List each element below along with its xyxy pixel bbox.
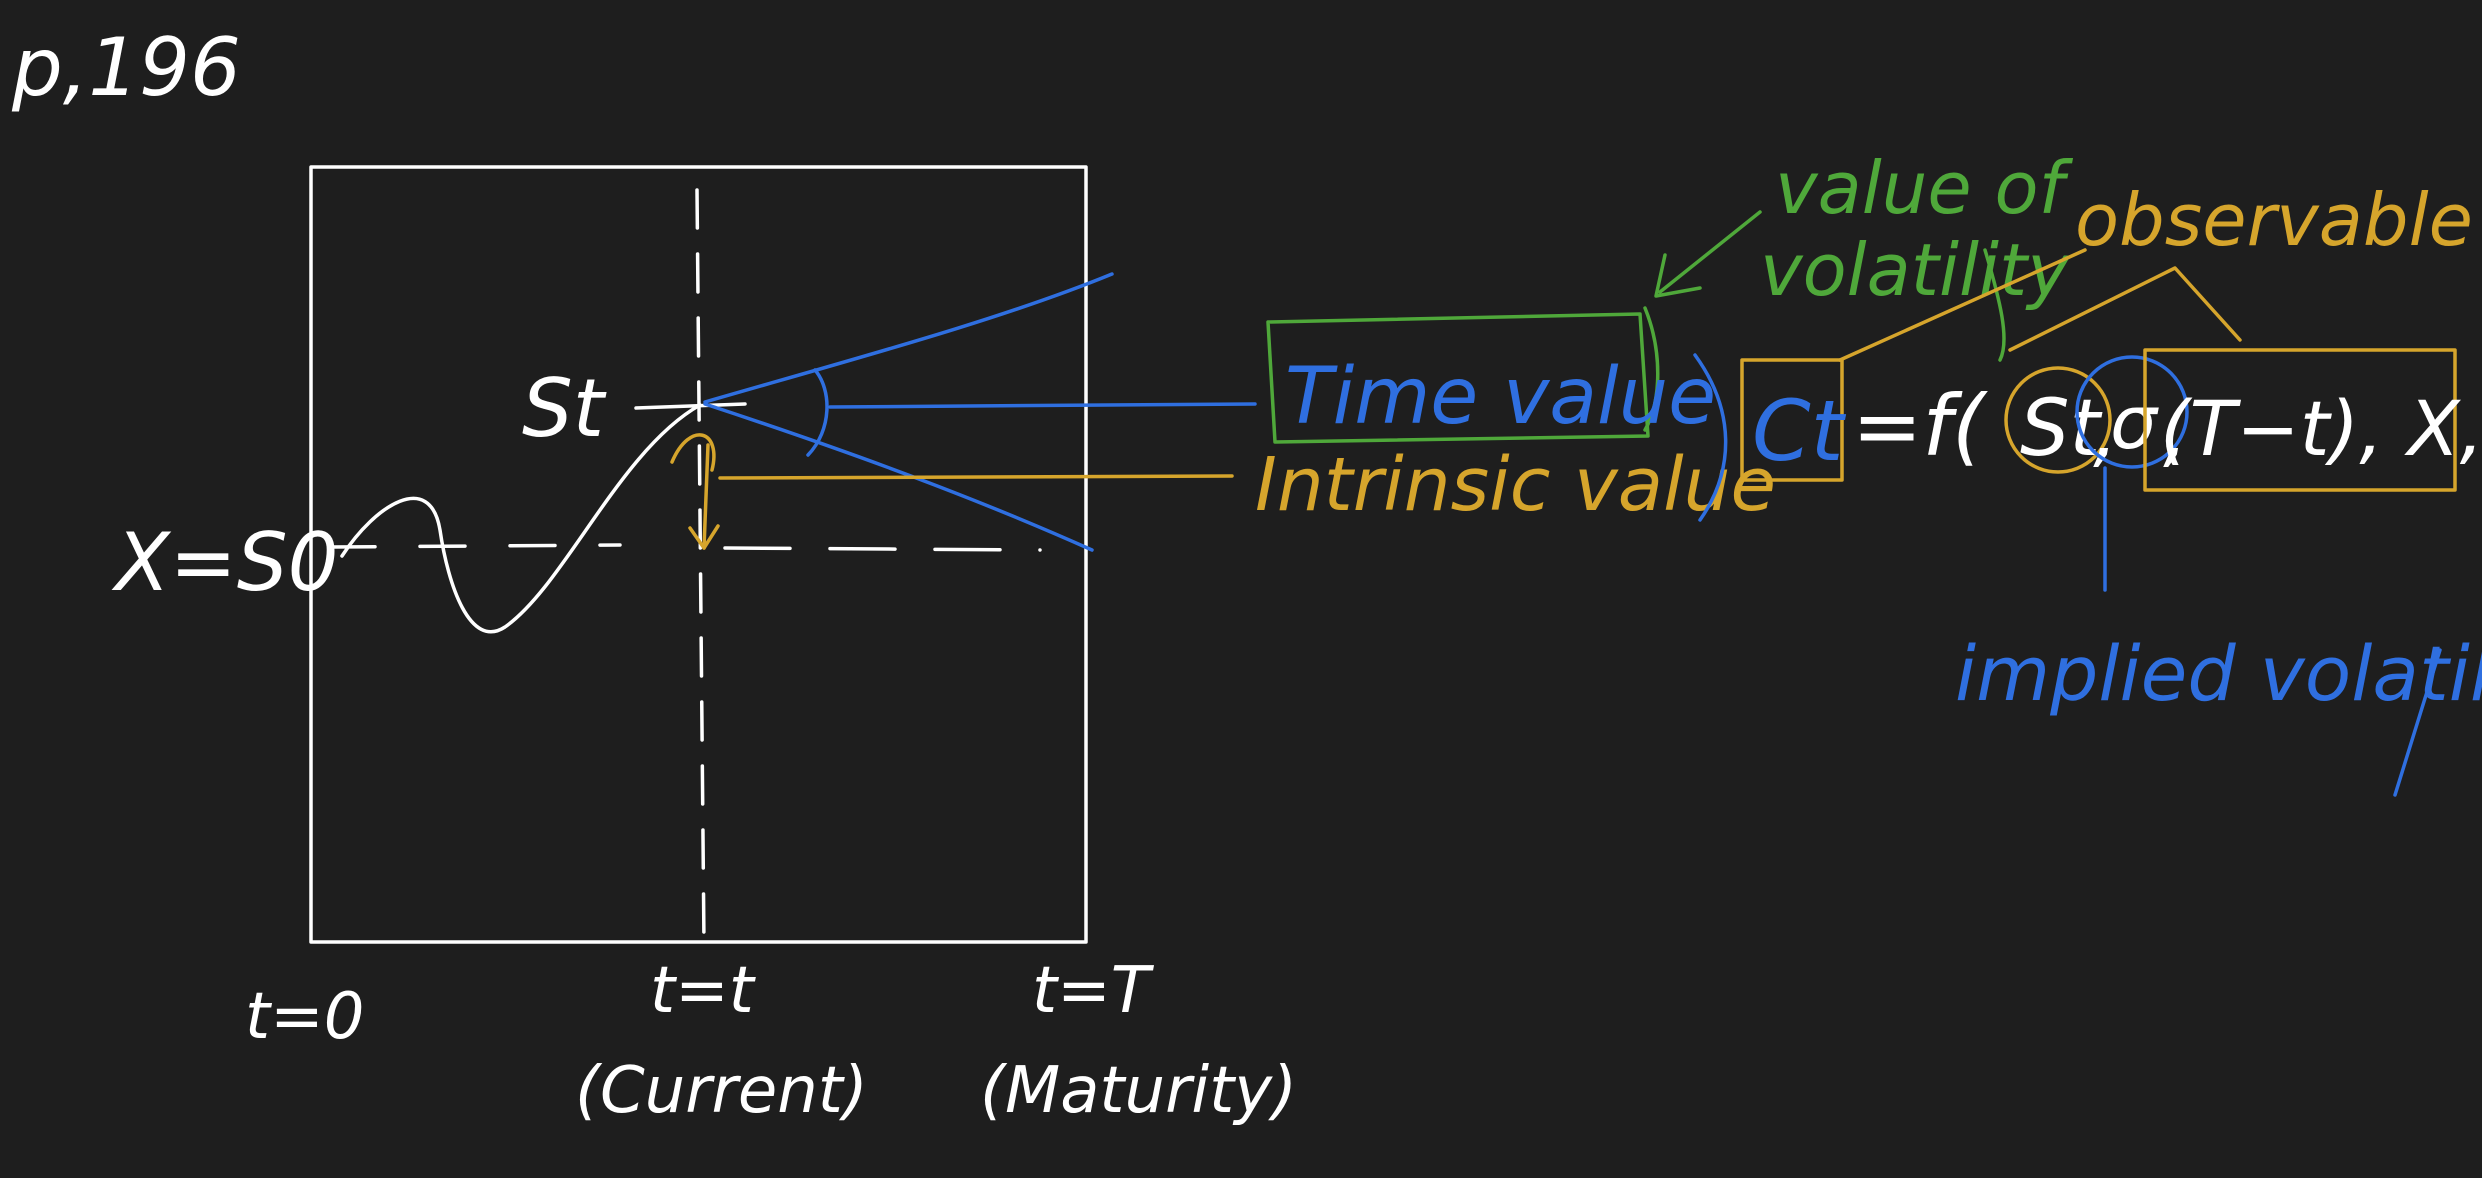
t-maturity-label: t=T [1032,954,1155,1028]
time-value-label: Time value [1285,352,1716,442]
formula-tail: (T−t), X, r) [2160,384,2482,473]
formula-ct: Ct [1752,382,1847,480]
volatility-pointer [1983,248,2006,362]
t-zero-label: t=0 [245,980,364,1054]
diagram-box [309,165,1088,944]
current-time-dashed-line [695,188,706,947]
current-note-label: (Current) [575,1054,868,1128]
ct-box [1740,358,1844,482]
price-path-curve [340,403,702,634]
implied-vol-tail [2393,648,2442,797]
fan-upper-path [703,272,1114,404]
value-of-label: value of [1775,146,2074,230]
formula-sigma: σ [2110,380,2159,466]
observable-pointer-left [1838,248,2087,362]
volatility-arrow-head [1654,253,1702,298]
formula-comma-2: , [2163,387,2188,477]
fan-spread-arc [806,368,829,457]
intrinsic-arrow-head [688,524,720,550]
sigma-circle [2075,355,2189,469]
intrinsic-value-label: Intrinsic value [1255,442,1776,528]
maturity-note-label: (Maturity) [980,1054,1297,1128]
t-current-label: t=t [650,954,757,1028]
st-circle [2004,366,2112,474]
time-value-connector [828,402,1257,409]
option-value-bracket [1693,353,1728,522]
implied-volatility-label: implied volatility [1955,629,2482,718]
formula-st: St [2020,384,2103,474]
time-value-box [1266,312,1650,444]
volatility-label: volatility [1760,228,2071,312]
formula-eq-f: =f( [1852,377,1988,475]
volatility-arrow-line [1658,210,1762,294]
strike-dashed-line-right [723,546,1042,552]
time-value-bracket [1643,306,1660,432]
price-tick [634,402,747,410]
intrinsic-bracket-top [670,433,716,472]
observable-label: observable [2075,178,2473,262]
page-ref-label: p,196 [11,21,241,114]
intrinsic-value-connector [718,474,1234,480]
observable-params-box [2143,348,2457,492]
price-st-label: St [522,362,607,455]
strike-label: X=S0 [111,516,339,609]
observable-pointer-right [2008,266,2242,352]
intrinsic-bracket-line [702,443,710,550]
